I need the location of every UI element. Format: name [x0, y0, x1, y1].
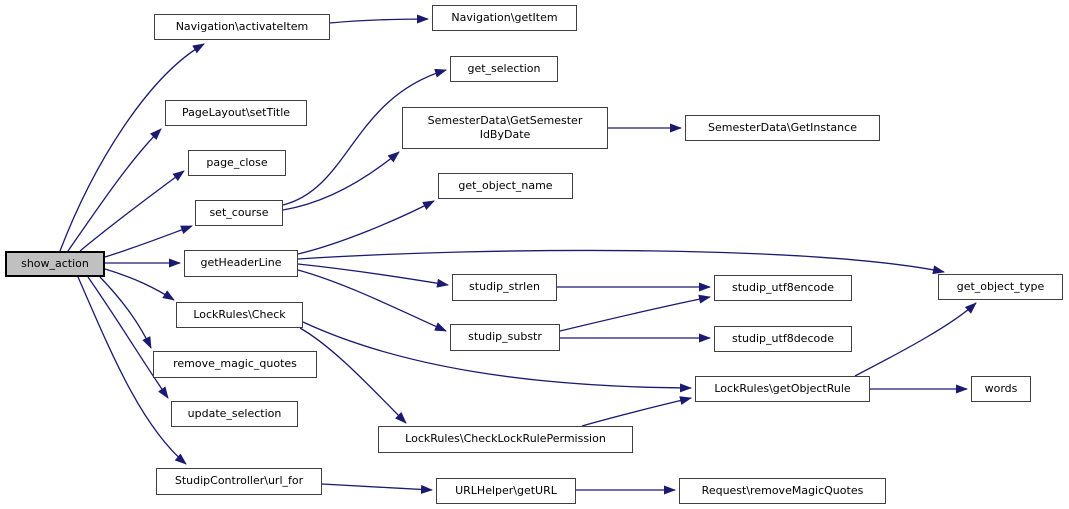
node-pagelayout_settitle[interactable]: PageLayout\setTitle — [165, 100, 307, 126]
node-label-lockrules_checklockrulepermission: LockRules\CheckLockRulePermission — [405, 432, 606, 446]
edge-show_action-to-set_course — [104, 225, 193, 258]
node-lockrules_check[interactable]: LockRules\Check — [176, 302, 303, 328]
node-set_course[interactable]: set_course — [195, 200, 283, 226]
node-show_action: show_action — [5, 251, 105, 277]
edge-lockrules_checklockrulepermission-to-lockrules_getobjectrule — [581, 396, 692, 427]
edge-getheaderline-to-studip_strlen — [297, 263, 449, 288]
node-studip_substr[interactable]: studip_substr — [450, 324, 560, 351]
node-label-get_selection: get_selection — [467, 61, 541, 75]
node-label-semesterdata_getsemesteridbydate: SemesterData\GetSemester IdByDate — [427, 113, 583, 141]
node-label-update_selection: update_selection — [187, 406, 282, 420]
node-label-lockrules_check: LockRules\Check — [193, 307, 286, 321]
node-label-navigation_activateitem: Navigation\activateItem — [175, 19, 309, 33]
node-label-studipcontroller_url_for: StudipController\url_for — [174, 474, 304, 488]
edge-set_course-to-get_selection — [282, 68, 447, 206]
edge-getheaderline-to-studip_substr — [297, 269, 447, 332]
node-label-lockrules_getobjectrule: LockRules\getObjectRule — [714, 381, 851, 395]
node-update_selection[interactable]: update_selection — [171, 401, 298, 427]
node-label-remove_magic_quotes: remove_magic_quotes — [173, 357, 297, 371]
node-words[interactable]: words — [971, 376, 1031, 402]
edge-getheaderline-to-get_object_name — [297, 200, 435, 255]
edge-navigation_activateitem-to-navigation_getitem — [329, 14, 429, 24]
edge-lockrules_check-to-lockrules_checklockrulepermission — [299, 327, 407, 424]
node-label-set_course: set_course — [209, 205, 269, 219]
node-page_close[interactable]: page_close — [188, 150, 286, 176]
node-label-get_object_name: get_object_name — [458, 178, 553, 192]
node-studipcontroller_url_for[interactable]: StudipController\url_for — [156, 468, 322, 495]
node-lockrules_getobjectrule[interactable]: LockRules\getObjectRule — [695, 376, 870, 402]
node-getheaderline[interactable]: getHeaderLine — [184, 250, 298, 277]
edge-studip_substr-to-studip_utf8encode — [559, 294, 711, 332]
node-get_object_type[interactable]: get_object_type — [938, 274, 1063, 300]
edge-show_action-to-update_selection — [87, 276, 169, 399]
node-studip_strlen[interactable]: studip_strlen — [452, 274, 557, 301]
edge-getheaderline-to-get_object_type — [297, 249, 945, 275]
node-label-urlhelper_geturl: URLHelper\getURL — [455, 483, 557, 497]
edge-show_action-to-studipcontroller_url_for — [77, 276, 187, 465]
edge-show_action-to-lockrules_check — [104, 268, 175, 301]
node-label-show_action: show_action — [21, 256, 89, 270]
edge-group — [59, 14, 977, 495]
node-get_object_name[interactable]: get_object_name — [438, 173, 573, 199]
edge-lockrules_check-to-lockrules_getobjectrule — [302, 321, 692, 393]
node-studip_utf8decode[interactable]: studip_utf8decode — [714, 326, 852, 352]
node-label-studip_substr: studip_substr — [468, 330, 542, 344]
node-label-studip_utf8decode: studip_utf8decode — [732, 331, 834, 345]
node-label-request_removemagicquotes: Request\removeMagicQuotes — [701, 483, 864, 497]
node-get_selection[interactable]: get_selection — [450, 56, 558, 82]
node-navigation_activateitem[interactable]: Navigation\activateItem — [154, 14, 330, 40]
edge-studipcontroller_url_for-to-urlhelper_geturl — [321, 483, 433, 494]
node-lockrules_checklockrulepermission[interactable]: LockRules\CheckLockRulePermission — [378, 426, 633, 453]
edge-show_action-to-page_close — [79, 170, 185, 252]
node-studip_utf8encode[interactable]: studip_utf8encode — [714, 275, 852, 301]
node-urlhelper_geturl[interactable]: URLHelper\getURL — [436, 478, 576, 504]
node-label-pagelayout_settitle: PageLayout\setTitle — [181, 105, 291, 119]
node-label-studip_strlen: studip_strlen — [469, 280, 540, 294]
node-label-studip_utf8encode: studip_utf8encode — [732, 280, 834, 294]
node-request_removemagicquotes[interactable]: Request\removeMagicQuotes — [679, 478, 886, 504]
node-semesterdata_getsemesteridbydate[interactable]: SemesterData\GetSemester IdByDate — [402, 107, 608, 149]
edge-show_action-to-remove_magic_quotes — [99, 276, 152, 349]
node-label-get_object_type: get_object_type — [956, 279, 1045, 293]
edge-show_action-to-navigation_activateitem — [59, 43, 205, 252]
node-label-navigation_getitem: Navigation\getItem — [451, 10, 558, 24]
node-label-getheaderline: getHeaderLine — [200, 256, 282, 270]
node-navigation_getitem[interactable]: Navigation\getItem — [432, 5, 577, 31]
node-semesterdata_getinstance[interactable]: SemesterData\GetInstance — [685, 115, 880, 141]
node-label-semesterdata_getinstance: SemesterData\GetInstance — [708, 120, 857, 134]
edge-show_action-to-pagelayout_settitle — [67, 128, 162, 252]
node-remove_magic_quotes[interactable]: remove_magic_quotes — [153, 351, 317, 378]
edge-lockrules_getobjectrule-to-get_object_type — [854, 302, 977, 377]
node-label-words: words — [984, 381, 1018, 395]
node-label-page_close: page_close — [206, 155, 268, 169]
edge-set_course-to-semesterdata_getsemesteridbydate — [282, 151, 400, 211]
